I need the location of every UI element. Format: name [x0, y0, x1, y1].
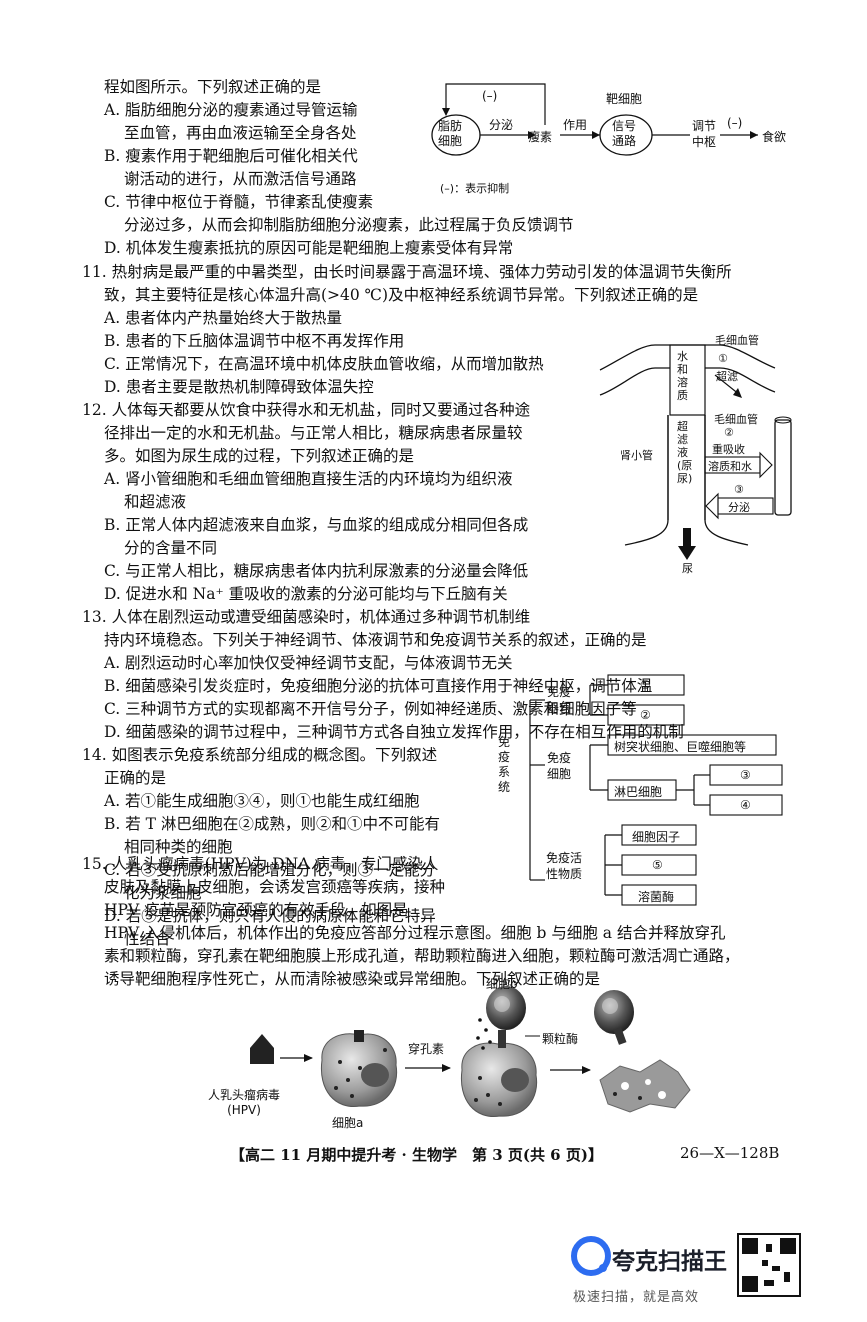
box-3: ③ — [740, 768, 751, 782]
lysozyme-label: 溶菌酶 — [638, 890, 675, 904]
scanner-brand: 夸克扫描王 — [612, 1249, 727, 1275]
q13-option-b: B. 细菌感染引发炎症时，免疫细胞分泌的抗体可直接作用于神经中枢，调节体温 — [104, 677, 653, 695]
perforin-label: 穿孔素 — [408, 1042, 445, 1056]
q10-feedback-sign: (–) — [482, 89, 498, 103]
scanner-slogan: 极速扫描，就是高效 — [573, 1290, 700, 1305]
step-1-label: ① — [718, 352, 728, 365]
page-footer-title: 【高二 11 月期中提升考 · 生物学 第 3 页(共 6 页)】 — [230, 1146, 603, 1164]
q11-option-a: A. 患者体内产热量始终大于散热量 — [104, 309, 343, 327]
hpv-label: 人乳头瘤病毒 (HPV) — [208, 1088, 281, 1117]
box-5: ⑤ — [652, 858, 663, 872]
q15-stem-4: 素和颗粒酶，穿孔素在靶细胞膜上形成孔道，帮助颗粒酶进入细胞，颗粒酶可激活凋亡通路… — [104, 947, 740, 965]
q10-legend: (–)：表示抑制 — [440, 182, 510, 195]
capillary-mid-label: 毛细血管 — [714, 413, 758, 426]
q15-stem-1: 皮肤及黏膜上皮细胞，会诱发宫颈癌等疾病，接种 — [104, 878, 446, 896]
page-footer-code: 26—X—128B — [680, 1144, 780, 1162]
q13-option-c: C. 三种调节方式的实现都离不开信号分子，例如神经递质、激素和细胞因子等 — [104, 700, 637, 718]
q12-option-d: D. 促进水和 Na⁺ 重吸收的激素的分泌可能均与下丘脑有关 — [104, 585, 508, 603]
regulate-label: 调节 — [692, 119, 717, 133]
fat-cell-label: 脂肪 细胞 — [438, 119, 463, 148]
solute-water-label: 溶质和水 — [708, 460, 752, 473]
q12-stem-1: 径排出一定的水和无机盐。与正常人相比，糖尿病患者尿量较 — [104, 424, 523, 442]
reabsorb-label: 重吸收 — [712, 443, 745, 456]
q11-stem-0: 11. 热射病是最严重的中暑类型，由长时间暴露于高温环境、强体力劳动引发的体温调… — [82, 263, 732, 281]
cytokine-label: 细胞因子 — [632, 830, 681, 844]
dendritic-macrophage-label: 树突状细胞、巨噬细胞等 — [614, 740, 747, 754]
q10-option-a-cont: 至血管，再由血液运输至全身各处 — [124, 124, 357, 142]
ultrafiltration-label: 超滤 — [716, 370, 738, 383]
box-2: ② — [640, 708, 651, 722]
q11-option-b: B. 患者的下丘脑体温调节中枢不再发挥作用 — [104, 332, 405, 350]
q10-option-c-cont: 分泌过多，从而会抑制脂肪细胞分泌瘦素，此过程属于负反馈调节 — [124, 216, 574, 234]
ultrafiltrate-label: 超滤液(原尿) — [677, 420, 693, 485]
capillary-top-label: 毛细血管 — [715, 334, 759, 347]
q13-option-d: D. 细菌感染的调节过程中，三种调节方式各自独立发挥作用，不存在相互作用的机制 — [104, 723, 684, 741]
q11-stem-1: 致，其主要特征是核心体温升高(>40 ℃)及中枢神经系统调节异常。下列叙述正确的… — [104, 286, 699, 304]
cell-a-label: 细胞a — [332, 1116, 364, 1130]
box-1: ① — [640, 678, 651, 692]
renal-tubule-label: 肾小管 — [620, 449, 653, 462]
granzyme-label: 颗粒酶 — [542, 1032, 579, 1046]
q14-option-d-cont: 性结合 — [124, 930, 171, 948]
lymphocyte-label: 淋巴细胞 — [614, 785, 663, 799]
q12-option-c: C. 与正常人相比，糖尿病患者体内抗利尿激素的分泌量会降低 — [104, 562, 529, 580]
q12-option-b-cont: 分的含量不同 — [124, 539, 218, 557]
q10-option-a: A. 脂肪细胞分泌的瘦素通过导管运输 — [104, 101, 358, 119]
water-solute-label: 水和溶质 — [677, 350, 688, 402]
step-3-label: ③ — [734, 483, 744, 496]
immune-cell-label: 免疫 细胞 — [547, 751, 572, 781]
cell-b-label: 细胞b — [486, 977, 518, 991]
q14-option-b: B. 若 T 淋巴细胞在②成熟，则②和①中不可能有 — [104, 815, 440, 833]
q10-option-d: D. 机体发生瘦素抵抗的原因可能是靶细胞上瘦素受体有异常 — [104, 239, 514, 257]
center-label: 中枢 — [692, 135, 717, 149]
q15-stem-5: 诱导靶细胞程序性死亡，从而清除被感染或异常细胞。下列叙述正确的是 — [104, 970, 601, 988]
secrete-label: 分泌 — [489, 118, 514, 132]
q15-stem-2: HPV 疫苗是预防宫颈癌的有效手段。如图是 — [104, 901, 408, 919]
q11-option-c: C. 正常情况下，在高温环境中机体皮肤血管收缩，从而增加散热 — [104, 355, 544, 373]
immune-system-label: 免疫系统 — [498, 735, 511, 794]
q13-stem-0: 13. 人体在剧烈运动或遭受细菌感染时，机体通过多种调节机制维 — [82, 608, 531, 626]
inhibit-sign: (–) — [727, 116, 743, 130]
leptin-label: 瘦素 — [528, 130, 553, 144]
q12-option-a: A. 肾小管细胞和毛细血管细胞直接生活的内环境均为组织液 — [104, 470, 513, 488]
q14-stem-1: 正确的是 — [104, 769, 167, 787]
urine-label: 尿 — [682, 562, 693, 575]
q13-option-a: A. 剧烈运动时心率加快仅受神经调节支配，与体液调节无关 — [104, 654, 513, 672]
appetite-label: 食欲 — [762, 130, 787, 144]
q12-option-a-cont: 和超滤液 — [124, 493, 187, 511]
target-cell-label: 靶细胞 — [606, 92, 643, 106]
q14-option-a: A. 若①能生成细胞③④，则①也能生成红细胞 — [104, 792, 420, 810]
q12-stem-2: 多。如图为尿生成的过程，下列叙述正确的是 — [104, 447, 415, 465]
act-label: 作用 — [563, 118, 588, 132]
q15-stem-0: 15. 人乳头瘤病毒(HPV)为 DNA 病毒，专门感染人 — [82, 855, 439, 873]
q12-stem-0: 12. 人体每天都要从饮食中获得水和无机盐，同时又要通过各种途 — [82, 401, 531, 419]
q10-line-0: 程如图所示。下列叙述正确的是 — [104, 78, 322, 96]
box-4: ④ — [740, 798, 751, 812]
immune-organ-label: 免疫 器官 — [547, 685, 572, 715]
q10-option-b: B. 瘦素作用于靶细胞后可催化相关代 — [104, 147, 358, 165]
immune-active-substance-label: 免疫活 性物质 — [546, 851, 583, 881]
q14-option-d: D. 若⑤是抗体，则只有人侵的病原体能和它特异 — [104, 907, 436, 925]
q10-option-b-cont: 谢活动的进行，从而激活信号通路 — [124, 170, 357, 188]
q14-option-c: C. 若③受抗原刺激后能增殖分化，则③一定能分 — [104, 861, 436, 879]
signal-pathway-label: 信号 通路 — [612, 119, 637, 148]
q14-stem-0: 14. 如图表示免疫系统部分组成的概念图。下列叙述 — [82, 746, 438, 764]
step-2-label: ② — [724, 426, 734, 439]
q13-stem-1: 持内环境稳态。下列关于神经调节、体液调节和免疫调节关系的叙述，正确的是 — [104, 631, 647, 649]
secretion-label: 分泌 — [728, 501, 750, 514]
q15-stem-3: HPV 入侵机体后，机体作出的免疫应答部分过程示意图。细胞 b 与细胞 a 结合… — [104, 924, 726, 942]
q14-option-b-cont: 相同种类的细胞 — [124, 838, 233, 856]
q14-option-c-cont: 化为浆细胞 — [124, 884, 202, 902]
q10-option-c: C. 节律中枢位于脊髓，节律紊乱使瘦素 — [104, 193, 374, 211]
q11-option-d: D. 患者主要是散热机制障碍致体温失控 — [104, 378, 374, 396]
q12-option-b: B. 正常人体内超滤液来自血浆，与血浆的组成成分相同但各成 — [104, 516, 529, 534]
